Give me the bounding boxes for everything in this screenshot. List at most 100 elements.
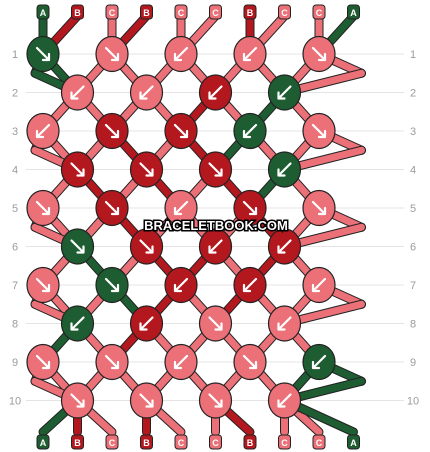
row-label-left: 4 — [12, 165, 18, 177]
knot — [129, 305, 164, 342]
arrow-down-right-icon — [173, 123, 189, 139]
string-label-top: B — [74, 8, 81, 18]
string-tile-bottom — [174, 434, 188, 450]
row-label-left: 7 — [12, 280, 18, 292]
row-label-right: 6 — [410, 242, 416, 254]
string-tile-bottom — [312, 434, 326, 450]
knot — [302, 112, 336, 150]
knot — [267, 305, 302, 342]
string-label-bottom: C — [281, 438, 288, 448]
arrow-down-left-icon — [173, 200, 189, 216]
knot — [233, 189, 267, 227]
arrow-down-left-icon — [208, 85, 223, 100]
row-label-right: 5 — [410, 203, 416, 215]
string-label-top: A — [350, 8, 357, 18]
arrow-down-right-icon — [35, 200, 51, 216]
string-tile-top — [209, 4, 222, 20]
knot — [26, 112, 60, 150]
knot — [129, 74, 164, 111]
arrow-down-left-icon — [70, 85, 85, 100]
string-label-top: C — [178, 8, 185, 18]
arrow-down-right-icon — [139, 162, 154, 177]
knot — [60, 382, 95, 419]
string-label-bottom: C — [212, 438, 219, 448]
knot — [233, 343, 267, 381]
row-label-right: 9 — [410, 357, 416, 369]
arrow-down-left-icon — [277, 162, 292, 177]
arrow-down-right-icon — [104, 200, 120, 216]
knot — [164, 35, 198, 73]
knot — [198, 74, 233, 111]
row-label-right: 7 — [410, 280, 416, 292]
knot — [267, 74, 302, 111]
string-tile-bottom — [140, 434, 153, 450]
arrow-down-right-icon — [242, 354, 258, 370]
knot — [95, 266, 129, 304]
knot — [26, 343, 60, 381]
string-label-top: C — [316, 8, 323, 18]
watermark: BRACELETBOOK.COM — [144, 218, 288, 233]
knot — [302, 343, 336, 381]
knot — [60, 74, 95, 111]
arrow-down-left-icon — [139, 85, 154, 100]
knot — [95, 343, 129, 381]
row-label-left: 8 — [12, 319, 18, 331]
knot — [26, 189, 60, 227]
string-label-bottom: C — [178, 438, 185, 448]
arrow-down-right-icon — [35, 277, 51, 293]
string-tile-top — [278, 4, 291, 20]
string-label-bottom: B — [143, 438, 150, 448]
knot — [60, 228, 95, 265]
knot — [233, 266, 267, 304]
knot — [129, 228, 164, 265]
arrow-down-right-icon — [104, 123, 120, 139]
knot — [198, 151, 233, 188]
arrow-down-left-icon — [311, 277, 327, 293]
arrow-down-right-icon — [139, 393, 154, 408]
arrow-down-left-icon — [277, 316, 292, 331]
arrow-down-left-icon — [173, 277, 189, 293]
knot — [302, 35, 336, 73]
arrow-down-left-icon — [277, 239, 292, 254]
knot — [164, 343, 198, 381]
row-label-left: 5 — [12, 203, 18, 215]
arrow-down-right-icon — [311, 46, 327, 62]
knot — [129, 151, 164, 188]
row-label-right: 3 — [410, 126, 416, 138]
knot — [26, 266, 60, 304]
arrow-down-left-icon — [173, 46, 189, 62]
knot — [26, 35, 60, 73]
row-label-right: 4 — [410, 165, 416, 177]
arrow-down-right-icon — [208, 316, 223, 331]
string-label-bottom: B — [74, 438, 81, 448]
knot — [233, 35, 267, 73]
string-label-top: C — [281, 8, 288, 18]
knot — [60, 305, 95, 342]
string-label-top: A — [40, 8, 47, 18]
string-label-bottom: A — [40, 438, 47, 448]
knot — [267, 151, 302, 188]
knots — [26, 35, 336, 419]
string-tile-top — [347, 4, 360, 20]
knot — [302, 266, 336, 304]
row-label-right: 1 — [410, 49, 416, 61]
string-label-top: B — [247, 8, 254, 18]
knot — [164, 266, 198, 304]
string-label-top: B — [143, 8, 150, 18]
arrow-down-left-icon — [35, 123, 51, 139]
knot — [302, 189, 336, 227]
arrow-down-right-icon — [208, 393, 223, 408]
string-tile-bottom — [347, 434, 360, 450]
arrow-down-right-icon — [70, 162, 85, 177]
string-tile-bottom — [278, 434, 291, 450]
string-tile-top — [140, 4, 153, 20]
string-tile-bottom — [243, 434, 257, 450]
arrow-down-right-icon — [242, 200, 258, 216]
arrow-down-right-icon — [104, 354, 120, 370]
knot — [129, 382, 164, 419]
arrow-down-right-icon — [35, 354, 51, 370]
arrow-down-left-icon — [242, 46, 258, 62]
arrow-down-right-icon — [311, 123, 327, 139]
knot — [267, 228, 302, 265]
